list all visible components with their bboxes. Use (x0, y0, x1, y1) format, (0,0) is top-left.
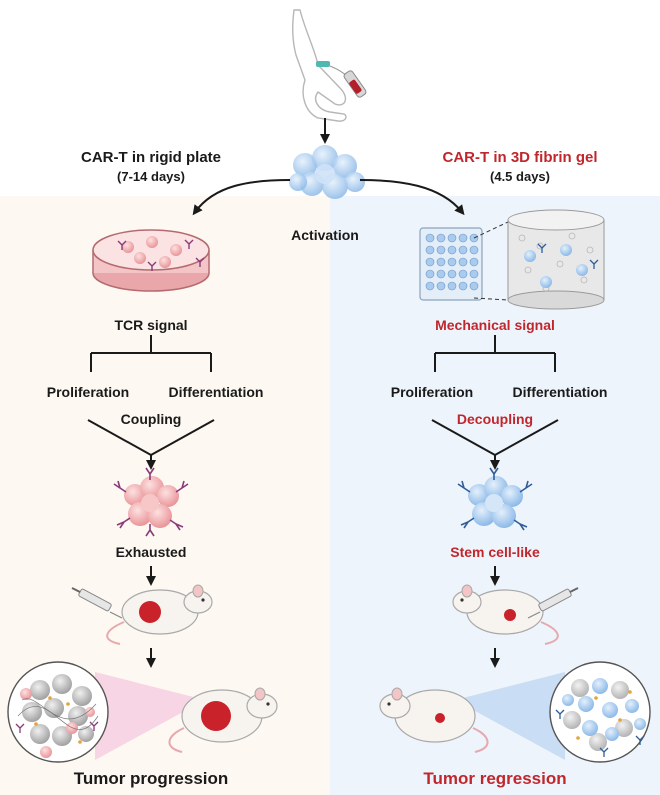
left-outcome-mouse-icon (168, 687, 278, 753)
fibrin-gel-title: CAR-T in 3D fibrin gel (442, 149, 598, 166)
arrow-to-fibrin-gel (359, 179, 465, 216)
right-differentiation-label: Differentiation (512, 384, 608, 400)
tumor-regression-label: Tumor regression (423, 769, 567, 788)
tcr-signal-label: TCR signal (114, 317, 188, 333)
zoom-guide-bottom (473, 297, 509, 301)
fibrin-gel-cylinder-icon (507, 209, 605, 310)
left-tumor-microenvironment-icon (7, 661, 109, 763)
right-treated-mouse-icon (452, 584, 559, 645)
decoupling-label: Decoupling (456, 411, 534, 427)
left-treated-mouse-icon (106, 584, 213, 645)
coupling-label: Coupling (120, 411, 182, 427)
right-converge-arrow (431, 419, 559, 470)
exhausted-label: Exhausted (115, 544, 187, 560)
left-proliferation-label: Proliferation (46, 384, 130, 400)
right-tumor-microenvironment-icon (549, 661, 651, 763)
left-zoom-cone (95, 672, 205, 760)
mechanical-signal-label: Mechanical signal (435, 317, 555, 333)
arrow-to-rigid-plate (192, 179, 291, 216)
exhausted-cell-cluster-icon (113, 467, 189, 537)
right-branch-bracket (434, 335, 556, 372)
activation-cell-cluster-icon (289, 145, 365, 199)
activation-label: Activation (291, 227, 359, 243)
fibrin-gel-duration: (4.5 days) (490, 169, 550, 184)
left-branch-bracket (90, 335, 212, 372)
right-zoom-cone (455, 672, 565, 760)
left-differentiation-label: Differentiation (168, 384, 264, 400)
rigid-plate-duration: (7-14 days) (117, 169, 185, 184)
petri-dish-icon (92, 229, 210, 292)
blood-draw-arm-icon (291, 9, 367, 122)
stem-cell-like-label: Stem cell-like (450, 544, 540, 560)
zoom-guide-top (473, 221, 509, 239)
stem-cell-like-cluster-icon (457, 467, 533, 531)
left-syringe-icon (71, 587, 123, 619)
tumor-progression-label: Tumor progression (73, 769, 229, 788)
right-syringe-icon (527, 587, 579, 619)
well-plate-icon (419, 227, 483, 301)
right-outcome-mouse-icon (379, 687, 489, 753)
left-converge-arrow (87, 419, 215, 470)
rigid-plate-title: CAR-T in rigid plate (81, 149, 221, 166)
right-proliferation-label: Proliferation (390, 384, 474, 400)
